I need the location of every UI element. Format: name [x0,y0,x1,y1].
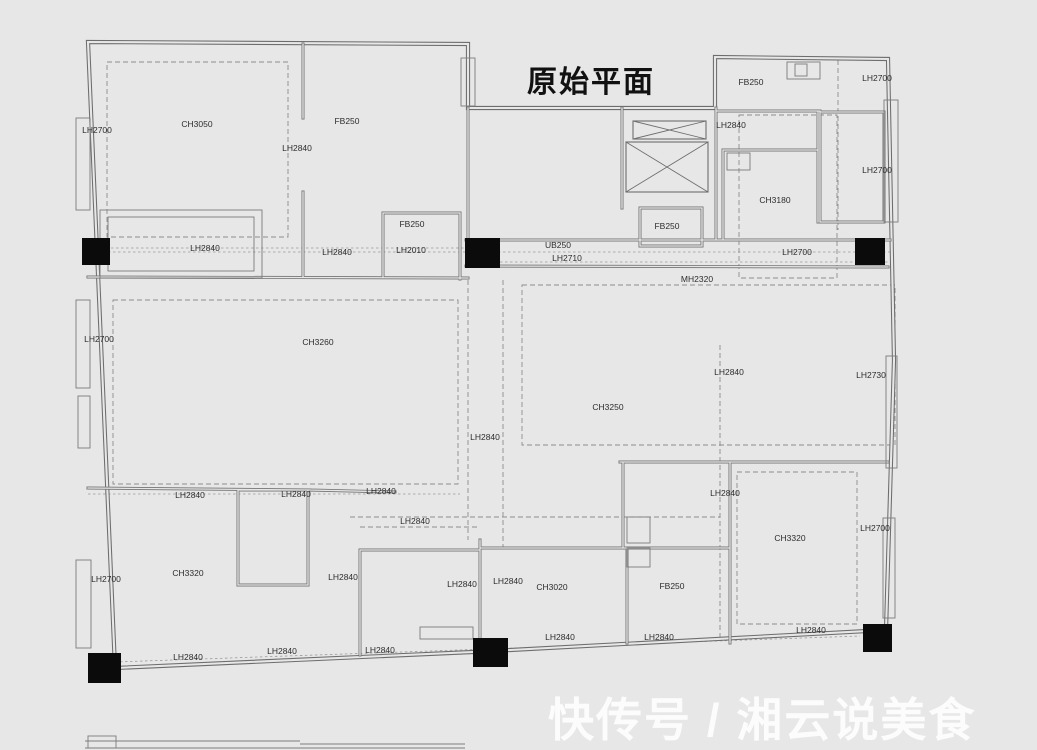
room-label: LH2700 [862,73,892,83]
walls-layer [85,39,897,671]
elevator-shafts-layer [625,120,709,193]
room-label: CH3180 [759,195,790,205]
bay-window [75,299,91,389]
bay-window [77,395,91,449]
room-label: LH2840 [328,572,358,582]
watermark: 快传号 / 湘云说美食 [548,694,977,746]
room-label: LH2840 [545,632,575,642]
structural-column [473,638,508,667]
columns-layer [82,238,892,683]
bay-window [883,99,899,223]
structural-column [82,238,110,265]
bay-window [885,355,898,469]
room-label: LH2840 [710,488,740,498]
bay-window [882,517,896,619]
room-label: LH2700 [862,165,892,175]
fixture [726,152,751,171]
room-label: LH2700 [82,125,112,135]
fixture [460,57,476,107]
room-label: LH2840 [322,247,352,257]
elevator-shaft-box [632,120,707,140]
room-label: FB250 [738,77,763,87]
elevator-x-mark [625,141,709,193]
structural-column [465,238,500,268]
room-label: LH2840 [282,143,312,153]
structural-column [855,238,885,265]
room-label: CH3320 [172,568,203,578]
fixture [794,63,808,77]
room-label: LH2710 [552,253,582,263]
room-label: LH2700 [860,523,890,533]
room-label: LH2840 [493,576,523,586]
room-label: LH2840 [400,516,430,526]
room-label: CH3260 [302,337,333,347]
room-label: LH2840 [175,490,205,500]
room-label: LH2700 [91,574,121,584]
room-label: FB250 [654,221,679,231]
room-label: UB250 [545,240,571,250]
bay-window [107,216,255,272]
room-label: CH3250 [592,402,623,412]
bay-window [75,559,92,649]
room-label: LH2840 [281,489,311,499]
room-label: LH2840 [365,645,395,655]
room-label: LH2730 [856,370,886,380]
room-label: LH2700 [782,247,812,257]
room-label: LH2840 [447,579,477,589]
room-labels-layer: LH2700CH3050LH2840FB250FB250LH2010LH2840… [82,73,892,662]
bay-window [99,209,263,279]
room-label: LH2010 [396,245,426,255]
room-label: FB250 [399,219,424,229]
room-label: CH3020 [536,582,567,592]
structural-column [88,653,121,683]
room-label: LH2840 [190,243,220,253]
elevator-shaft [632,120,707,140]
room-label: LH2840 [716,120,746,130]
elevator-x-mark [632,120,707,140]
elevator-shaft-box [625,141,709,193]
outer-wall [85,39,897,671]
room-label: LH2840 [714,367,744,377]
room-label: CH3320 [774,533,805,543]
elevator-shaft [625,141,709,193]
next-drawing-partial [85,735,465,749]
room-label: LH2840 [796,625,826,635]
room-label: LH2840 [267,646,297,656]
fixtures-layer [419,57,821,640]
plan-title: 原始平面 [527,66,655,99]
fixture [419,626,474,640]
structural-column [863,624,892,652]
room-label: LH2700 [84,334,114,344]
fixture [786,61,821,80]
interior-walls [86,42,892,660]
room-label: FB250 [659,581,684,591]
room-label: LH2840 [470,432,500,442]
room-label: CH3050 [181,119,212,129]
bay-window [75,117,91,211]
fixture [626,516,651,544]
room-label: FB250 [334,116,359,126]
room-label: MH2320 [681,274,713,284]
fixture [626,547,651,568]
room-label: LH2840 [644,632,674,642]
room-label: LH2840 [366,486,396,496]
bay-windows-layer [75,99,899,649]
room-label: LH2840 [173,652,203,662]
